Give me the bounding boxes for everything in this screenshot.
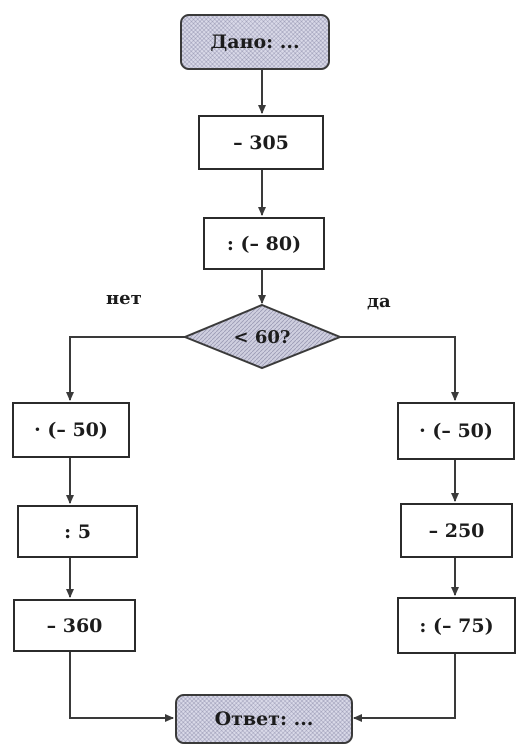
right-step-subtract-250: – 250 [400, 503, 513, 558]
branch-label-no: нет [106, 288, 142, 309]
branch-label-yes: да [367, 291, 391, 312]
edge-decision-no [66, 336, 185, 401]
left-step-multiply-neg-50: · (– 50) [12, 402, 130, 458]
right-step-divide-neg-75: : (– 75) [397, 597, 516, 654]
edge-decision-yes [340, 336, 459, 401]
left-step-divide-5: : 5 [17, 505, 138, 558]
decision-diamond [182, 303, 343, 370]
left-step-subtract-360: – 360 [13, 599, 136, 652]
right-step-multiply-neg-50: · (– 50) [397, 402, 515, 460]
start-node: Дано: ... [180, 14, 330, 70]
edge-right-to-end [353, 654, 456, 722]
end-node: Ответ: ... [175, 694, 353, 744]
step-subtract-305: – 305 [198, 115, 324, 170]
edge-left-to-end [69, 652, 174, 722]
decision-question: < 60? [233, 326, 291, 348]
step-divide-neg-80: : (– 80) [203, 217, 325, 270]
